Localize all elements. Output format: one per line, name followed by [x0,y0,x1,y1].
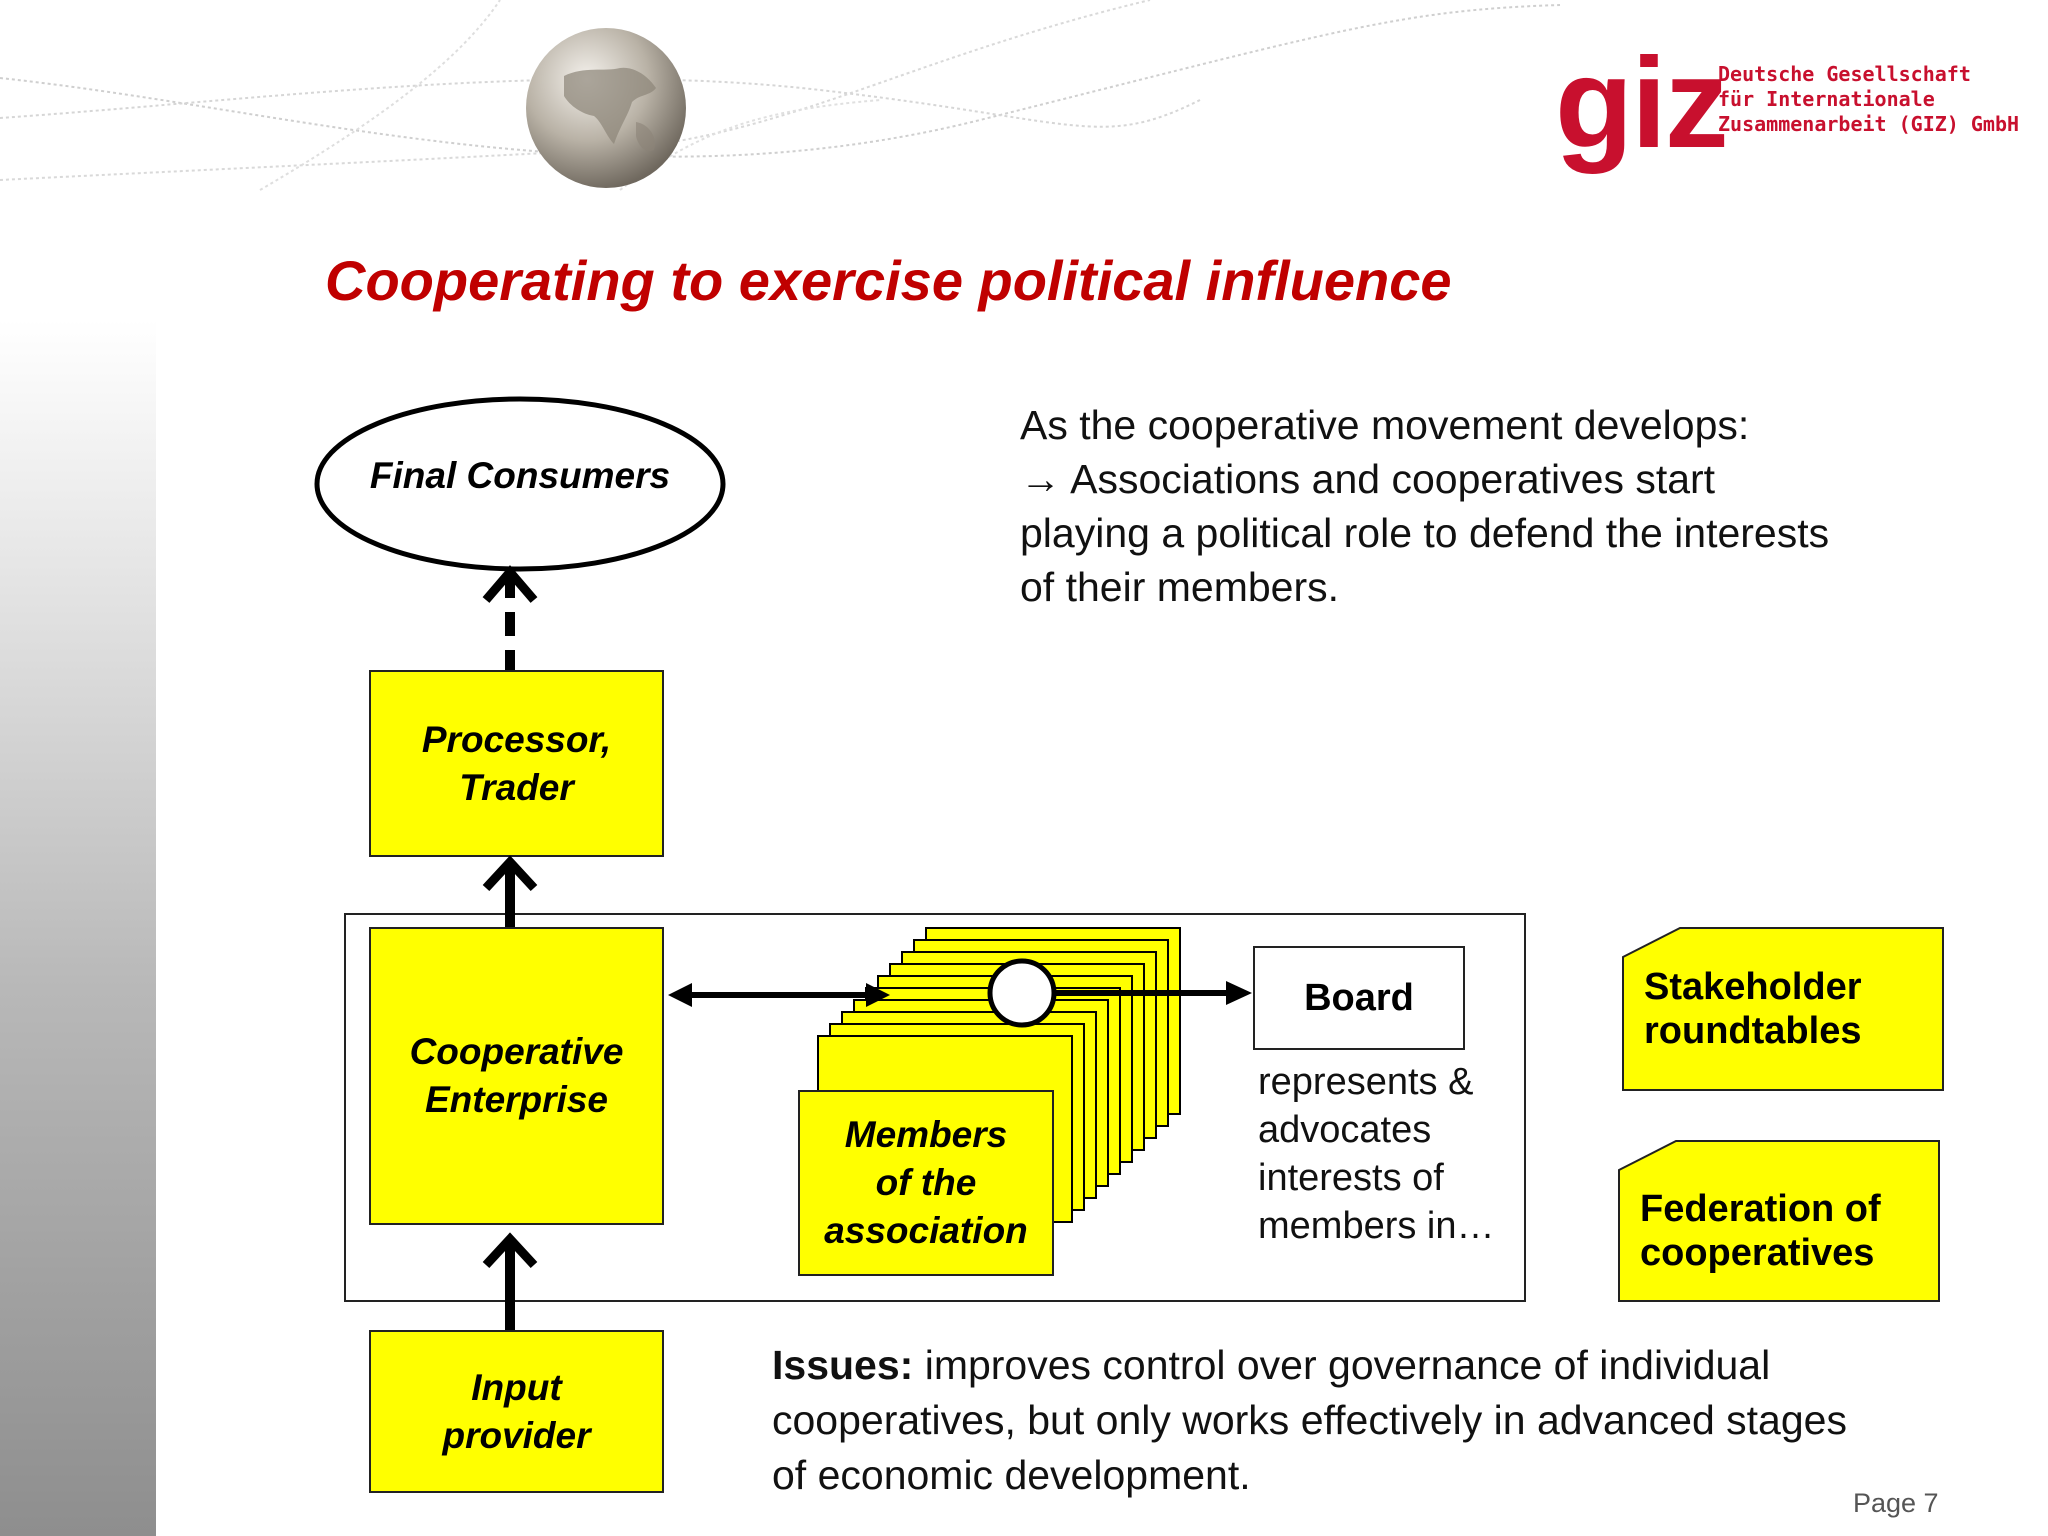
input-line: provider [442,1414,591,1456]
stakeholder-roundtables-label: Stakeholder roundtables [1622,927,1944,1091]
intro-text: As the cooperative movement develops: → … [1020,398,1829,614]
side-gradient-bar [0,320,156,1536]
cooperative-enterprise-box: Cooperative Enterprise [369,927,664,1225]
input-provider-box: Input provider [369,1330,664,1493]
intro-line: → Associations and cooperatives start [1020,456,1716,502]
board-box: Board [1253,946,1465,1050]
federation-of-cooperatives-label: Federation of cooperatives [1618,1150,1940,1312]
represents-line: represents & [1258,1061,1474,1103]
arrow-up-to-processor [482,855,538,930]
input-line: Input [471,1366,562,1408]
represents-line: advocates [1258,1109,1432,1151]
issues-text: Issues: improves control over governance… [772,1338,1847,1503]
federation-tag-shape [1618,1140,1940,1302]
final-consumers-ellipse [314,396,726,572]
arrow-to-board [987,958,1252,1028]
stakeholder-tag-shape [1622,927,1944,1091]
processor-trader-box: Processor, Trader [369,670,664,857]
issues-line: of economic development. [772,1452,1251,1498]
final-consumers-label: Final Consumers [369,455,671,496]
page-title: Cooperating to exercise political influe… [325,249,1452,312]
members-line: association [824,1210,1028,1251]
logo-line: Deutsche Gesellschaft [1718,62,1971,86]
members-of-association-box: Members of the association [798,1090,1054,1276]
federation-line: Federation of [1640,1188,1881,1230]
represents-text: represents & advocates interests of memb… [1258,1058,1495,1250]
processor-line: Processor, [421,718,612,760]
cooperative-line: Cooperative [409,1031,624,1072]
arrow-up-to-cooperative [482,1232,538,1333]
cooperative-line: Enterprise [424,1079,608,1120]
page-number: Page 7 [1853,1488,1939,1518]
members-line: of the [875,1162,977,1203]
stakeholder-line: Stakeholder [1644,966,1862,1008]
federation-line: cooperatives [1640,1232,1875,1274]
double-arrow-cooperative-members [668,983,890,1007]
members-line: Members [844,1114,1008,1155]
issues-label: Issues: [772,1342,914,1388]
intro-line: As the cooperative movement develops: [1020,402,1750,448]
represents-line: members in… [1258,1205,1495,1247]
processor-line: Trader [459,766,574,808]
giz-logo-text: Deutsche Gesellschaft für Internationale… [1718,62,2019,137]
stakeholder-line: roundtables [1644,1010,1862,1052]
issues-line: improves control over governance of indi… [913,1342,1771,1388]
giz-logo-mark: giz [1555,32,1729,175]
globe-icon [526,28,686,188]
intro-line: of their members. [1020,564,1339,610]
logo-line: Zusammenarbeit (GIZ) GmbH [1718,112,2020,136]
represents-line: interests of [1258,1157,1444,1199]
issues-line: cooperatives, but only works effectively… [772,1397,1847,1443]
intro-line: playing a political role to defend the i… [1020,510,1830,556]
logo-line: für Internationale [1718,87,1935,111]
dashed-arrow-up [482,565,538,674]
